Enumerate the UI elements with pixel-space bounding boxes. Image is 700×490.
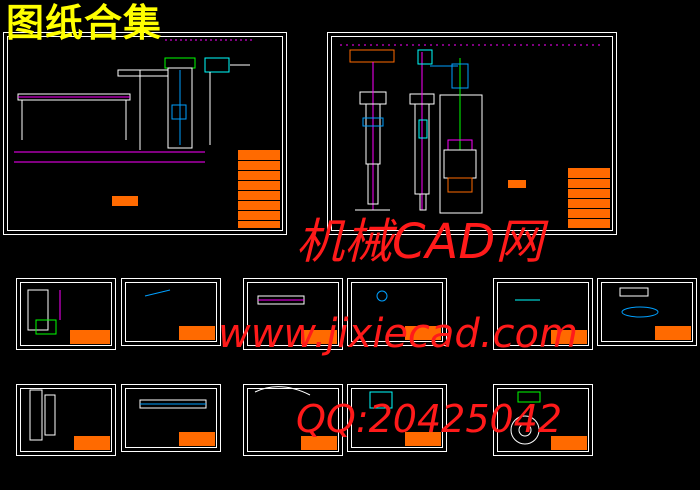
drawing-sheet-part-7[interactable] bbox=[16, 384, 116, 456]
title-block bbox=[179, 326, 215, 340]
title-block bbox=[74, 436, 110, 450]
watermark-qq: QQ:20425042 bbox=[296, 397, 563, 441]
title-block bbox=[301, 436, 337, 450]
drawing-sheet-part-11[interactable] bbox=[493, 384, 593, 456]
title-block bbox=[179, 432, 215, 446]
watermark-brand: 机械CAD网 bbox=[296, 214, 544, 270]
page-title: 图纸合集 bbox=[6, 1, 163, 45]
watermark-url: www.jixiecad.com bbox=[218, 311, 578, 357]
assembly-1-drawing bbox=[14, 39, 255, 206]
title-block bbox=[551, 330, 587, 344]
title-block bbox=[655, 326, 691, 340]
drawing-sheet-assembly-1[interactable] bbox=[3, 32, 287, 235]
drawing-sheet-part-5[interactable] bbox=[493, 278, 593, 350]
drawing-sheet-assembly-2[interactable] bbox=[327, 32, 617, 235]
title-block bbox=[238, 150, 280, 228]
drawing-sheet-part-2[interactable] bbox=[121, 278, 221, 346]
sheet-frame bbox=[331, 36, 613, 231]
drawing-sheet-part-10[interactable] bbox=[347, 384, 447, 452]
title-block bbox=[551, 436, 587, 450]
drawing-sheet-part-3[interactable] bbox=[243, 278, 343, 350]
title-block bbox=[301, 330, 337, 344]
part-drawings bbox=[27, 287, 659, 445]
title-block bbox=[70, 330, 110, 344]
drawing-sheet-part-8[interactable] bbox=[121, 384, 221, 452]
assembly-2-drawing bbox=[340, 44, 600, 214]
drawing-sheet-part-6[interactable] bbox=[597, 278, 697, 346]
drawing-sheet-part-1[interactable] bbox=[16, 278, 116, 350]
title-block bbox=[568, 168, 610, 228]
drawing-sheet-part-4[interactable] bbox=[347, 278, 447, 346]
sheet-frame bbox=[7, 36, 283, 231]
title-block bbox=[405, 432, 441, 446]
title-block bbox=[405, 326, 441, 340]
